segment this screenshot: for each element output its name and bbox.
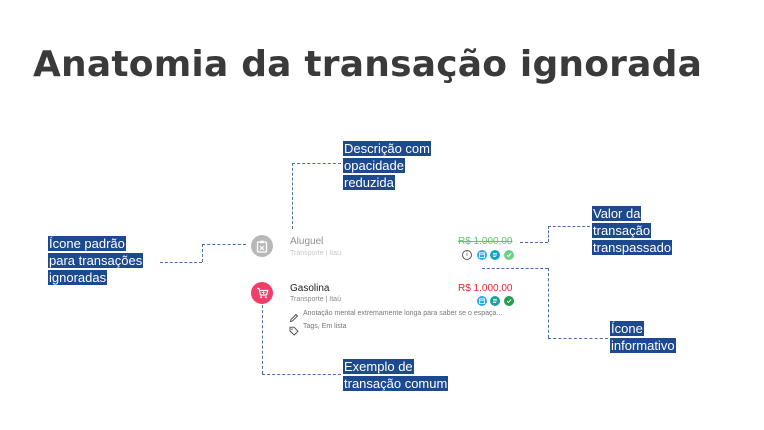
check-icon xyxy=(504,250,514,260)
leader-line xyxy=(548,226,590,227)
callout-default-icon: Ícone padrão para transações ignoradas xyxy=(48,235,144,286)
callout-info-icon: Ícone informativo xyxy=(610,320,676,354)
callout-description: Descrição com opacidade reduzida xyxy=(343,140,431,191)
check-icon xyxy=(504,296,514,306)
leader-line xyxy=(262,374,341,375)
callout-line: informativo xyxy=(610,338,676,353)
callout-line: Ícone xyxy=(610,321,644,336)
callout-example: Exemplo de transação comum xyxy=(343,358,449,392)
callout-line: reduzida xyxy=(343,175,395,190)
leader-line xyxy=(520,242,548,243)
leader-line xyxy=(202,244,246,245)
transaction-amount: R$ 1.000,00 xyxy=(458,236,513,247)
pencil-icon xyxy=(289,308,299,323)
callout-amount: Valor da transação transpassado xyxy=(592,205,673,256)
document-icon xyxy=(490,296,500,306)
calendar-icon xyxy=(477,250,487,260)
leader-line xyxy=(292,163,293,229)
callout-line: Descrição com xyxy=(343,141,431,156)
transaction-subtitle: Transporte | Itaú xyxy=(290,250,341,257)
leader-line xyxy=(482,268,548,269)
callout-line: opacidade xyxy=(343,158,405,173)
transaction-subtitle: Transporte | Itaú xyxy=(290,296,341,303)
callout-line: transação comum xyxy=(343,376,449,391)
info-icon: i xyxy=(462,250,472,260)
leader-line xyxy=(292,163,341,164)
cart-icon xyxy=(251,282,273,304)
clipboard-x-icon xyxy=(251,235,273,257)
callout-line: ignoradas xyxy=(48,270,108,285)
leader-line xyxy=(548,226,549,242)
transaction-amount: R$ 1.000,00 xyxy=(458,283,513,294)
callout-line: Exemplo de xyxy=(343,359,414,374)
callout-line: transação xyxy=(592,223,652,238)
transaction-name: Gasolina xyxy=(290,283,330,294)
callout-line: Ícone padrão xyxy=(48,236,126,251)
leader-line xyxy=(548,268,549,338)
calendar-icon xyxy=(477,296,487,306)
document-icon xyxy=(490,250,500,260)
leader-line xyxy=(262,305,263,374)
callout-line: Valor da xyxy=(592,206,642,221)
page-title: Anatomia da transação ignorada xyxy=(33,44,703,85)
transaction-name: Aluguel xyxy=(290,236,324,247)
callout-line: transpassado xyxy=(592,240,673,255)
leader-line xyxy=(202,244,203,262)
callout-line: para transações xyxy=(48,253,144,268)
leader-line xyxy=(160,262,202,263)
transaction-tags: Tags, Em lista xyxy=(303,323,347,330)
tag-icon xyxy=(289,321,299,336)
transaction-note: Anotação mental extremamente longa para … xyxy=(303,310,503,317)
leader-line xyxy=(548,338,608,339)
